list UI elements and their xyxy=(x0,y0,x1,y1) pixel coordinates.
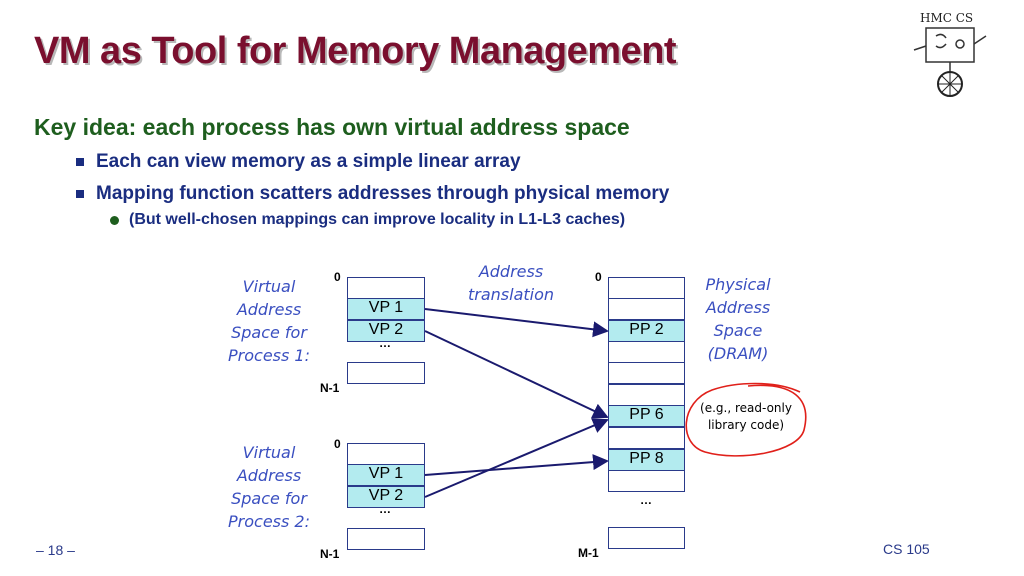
bullet-mapping-function: Mapping function scatters addresses thro… xyxy=(96,183,670,204)
p2-vp1-text: VP 1 xyxy=(368,465,404,482)
process2-label-line: Space for xyxy=(231,489,307,508)
translation-label-line: Address xyxy=(478,262,544,281)
annotation-note-line: (e.g., read-only xyxy=(700,401,792,415)
process1-label-line: Space for xyxy=(231,323,307,342)
p1-vp1-cell: VP 1 xyxy=(347,298,425,320)
p2-ellipsis: … xyxy=(379,502,391,516)
phys-cell xyxy=(608,277,685,299)
process2-label-line: Address xyxy=(236,466,302,485)
arrow-p2vp1-to-pp8 xyxy=(424,454,609,476)
phys-pp6-text: PP 6 xyxy=(629,406,664,423)
process1-label: Virtual Address Space for Process 1: xyxy=(222,275,316,367)
translation-label: Address translation xyxy=(455,260,567,306)
phys-cell xyxy=(608,298,685,320)
annotation-note-line: library code) xyxy=(707,418,785,432)
physical-label-line: Space xyxy=(713,321,763,340)
phys-cell xyxy=(608,362,685,384)
p1-zero-label: 0 xyxy=(334,270,341,284)
phys-pp8-text: PP 8 xyxy=(629,450,664,467)
p2-zero-label: 0 xyxy=(334,437,341,451)
phys-pp6-cell: PP 6 xyxy=(608,405,685,427)
logo-text: HMC CS xyxy=(920,11,973,25)
phys-cell-last xyxy=(608,527,685,549)
p1-vp2-text: VP 2 xyxy=(368,321,404,338)
phys-cell xyxy=(608,470,685,492)
phys-pp8-cell: PP 8 xyxy=(608,449,685,471)
phys-ellipsis: … xyxy=(640,493,652,507)
p2-n-minus-1-label: N-1 xyxy=(320,547,340,561)
process1-label-line: Virtual xyxy=(242,277,296,296)
p2-vp2-cell: VP 2 xyxy=(347,486,425,508)
physical-label-line: Address xyxy=(705,298,771,317)
page-number: – 18 – xyxy=(36,542,75,558)
annotation-circle xyxy=(685,382,807,457)
hmc-cs-logo: HMC CS xyxy=(906,6,990,100)
p2-cell-empty xyxy=(347,443,425,465)
key-idea-text: Key idea: each process has own virtual a… xyxy=(34,114,630,140)
phys-zero-label: 0 xyxy=(595,270,602,284)
p1-ellipsis: … xyxy=(379,336,391,350)
bullet-dot-icon xyxy=(110,216,119,225)
bullet-square-icon xyxy=(76,190,84,198)
arrow-p1vp1-to-pp2 xyxy=(424,308,609,338)
course-label: CS 105 xyxy=(883,541,930,557)
annotation-note: (e.g., read-only library code) xyxy=(688,400,804,434)
sub-bullet-locality: (But well-chosen mappings can improve lo… xyxy=(129,211,626,228)
arrow-p2vp2-to-pp6 xyxy=(424,418,609,498)
translation-label-line: translation xyxy=(467,285,555,304)
p1-cell-last xyxy=(347,362,425,384)
process1-label-line: Address xyxy=(236,300,302,319)
process2-label: Virtual Address Space for Process 2: xyxy=(222,441,316,533)
physical-label-line: Physical xyxy=(705,275,771,294)
p2-cell-last xyxy=(347,528,425,550)
p2-vp1-cell: VP 1 xyxy=(347,464,425,486)
physical-label-line: (DRAM) xyxy=(707,344,769,363)
physical-label: Physical Address Space (DRAM) xyxy=(692,273,784,365)
arrow-p1vp2-to-pp6 xyxy=(424,330,609,419)
phys-cell xyxy=(608,427,685,449)
p1-cell-empty xyxy=(347,277,425,299)
p1-vp2-cell: VP 2 xyxy=(347,320,425,342)
phys-m-minus-1-label: M-1 xyxy=(578,546,599,560)
p2-vp2-text: VP 2 xyxy=(368,487,404,504)
p1-vp1-text: VP 1 xyxy=(368,299,404,316)
phys-pp2-text: PP 2 xyxy=(629,321,664,338)
process2-label-line: Virtual xyxy=(242,443,296,462)
phys-cell xyxy=(608,384,685,406)
robot-icon: HMC CS xyxy=(913,11,987,97)
slide-title: VM as Tool for Memory Management xyxy=(34,30,677,72)
bullet-square-icon xyxy=(76,158,84,166)
bullet-linear-array: Each can view memory as a simple linear … xyxy=(96,151,521,172)
process2-label-line: Process 2: xyxy=(228,512,310,531)
p1-n-minus-1-label: N-1 xyxy=(320,381,340,395)
phys-pp2-cell: PP 2 xyxy=(608,320,685,342)
process1-label-line: Process 1: xyxy=(228,346,310,365)
phys-cell xyxy=(608,341,685,363)
